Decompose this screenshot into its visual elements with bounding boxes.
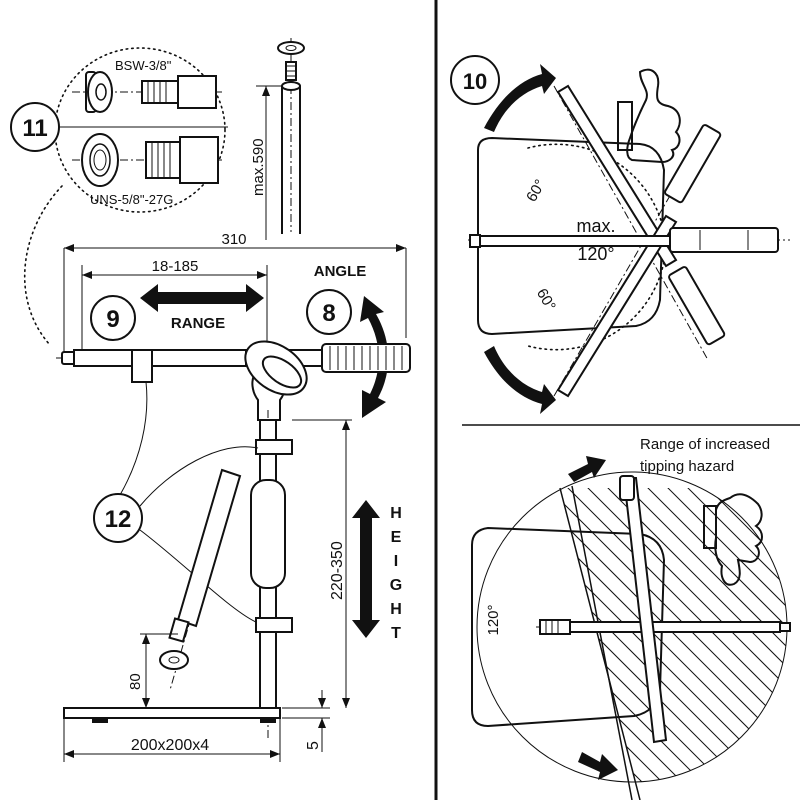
svg-text:9: 9: [106, 306, 119, 333]
extension-rod: [277, 38, 305, 234]
height-arrow: [352, 500, 380, 638]
angle-arrow: [360, 296, 389, 418]
tip-arrow-bottom: [578, 752, 618, 780]
dim-80-label: 80: [127, 673, 144, 690]
angle-60-top: 60°: [523, 177, 549, 205]
svg-text:H: H: [390, 601, 402, 618]
max-label: max.: [576, 216, 615, 236]
tip-warning-line1: Range of increased: [640, 436, 770, 453]
callout-8: 8: [306, 289, 352, 335]
thread-label-top: BSW-3/8": [115, 58, 172, 73]
bsw-thread-detail: BSW-3/8": [72, 58, 222, 113]
height-dim-label: 220-350: [329, 541, 346, 600]
tip-warning-line2: tipping hazard: [640, 458, 734, 475]
svg-text:E: E: [391, 529, 402, 546]
vertical-pole: [250, 410, 293, 740]
callout-11: 11: [10, 102, 60, 152]
range-dim-label: 18-185: [152, 258, 199, 275]
height-label: H E I G H T: [390, 505, 402, 642]
base-shape-top: [477, 136, 666, 336]
base-plate: [63, 707, 281, 723]
thread-label-bottom: UNS-5/8"-27G: [90, 192, 173, 207]
callout-9: 9: [90, 295, 136, 341]
rotate-arrow-bottom: [484, 346, 556, 414]
angle-label: ANGLE: [314, 263, 367, 280]
dim-5-label: 5: [305, 741, 322, 750]
range-label: RANGE: [171, 315, 225, 332]
thumbs-down-icon: [703, 493, 763, 586]
arm-positions-bottom: [536, 475, 791, 744]
svg-text:8: 8: [322, 300, 335, 327]
svg-text:G: G: [390, 577, 402, 594]
thumbs-up-icon: [617, 68, 681, 164]
uns-thread-detail: UNS-5/8"-27G: [72, 133, 222, 207]
callout-10: 10: [450, 55, 500, 105]
callout-11-label: 11: [22, 115, 47, 142]
angle-120-label: 120°: [485, 604, 502, 635]
hazard-zone: [560, 488, 787, 782]
detail-leader: [23, 185, 63, 346]
rotate-arrow-top: [484, 64, 556, 132]
angle-joint: [244, 340, 308, 421]
max-height-label: max.590: [250, 138, 267, 196]
arm-positions: [469, 84, 779, 398]
width-label: 310: [221, 231, 246, 248]
max-angle-label: 120°: [577, 244, 614, 264]
svg-text:I: I: [394, 553, 398, 570]
callout-12: 12: [93, 493, 143, 543]
svg-text:T: T: [391, 625, 401, 642]
horizontal-arm: [56, 343, 411, 383]
svg-text:H: H: [390, 505, 402, 522]
angle-60-bottom: 60°: [533, 286, 559, 314]
base-label: 200x200x4: [131, 737, 209, 754]
small-rod: [159, 468, 242, 691]
detail-circle: [54, 47, 226, 213]
svg-text:10: 10: [463, 69, 487, 94]
svg-text:12: 12: [105, 506, 132, 533]
range-arrow: [140, 284, 264, 312]
tip-arrow-top: [568, 456, 606, 482]
